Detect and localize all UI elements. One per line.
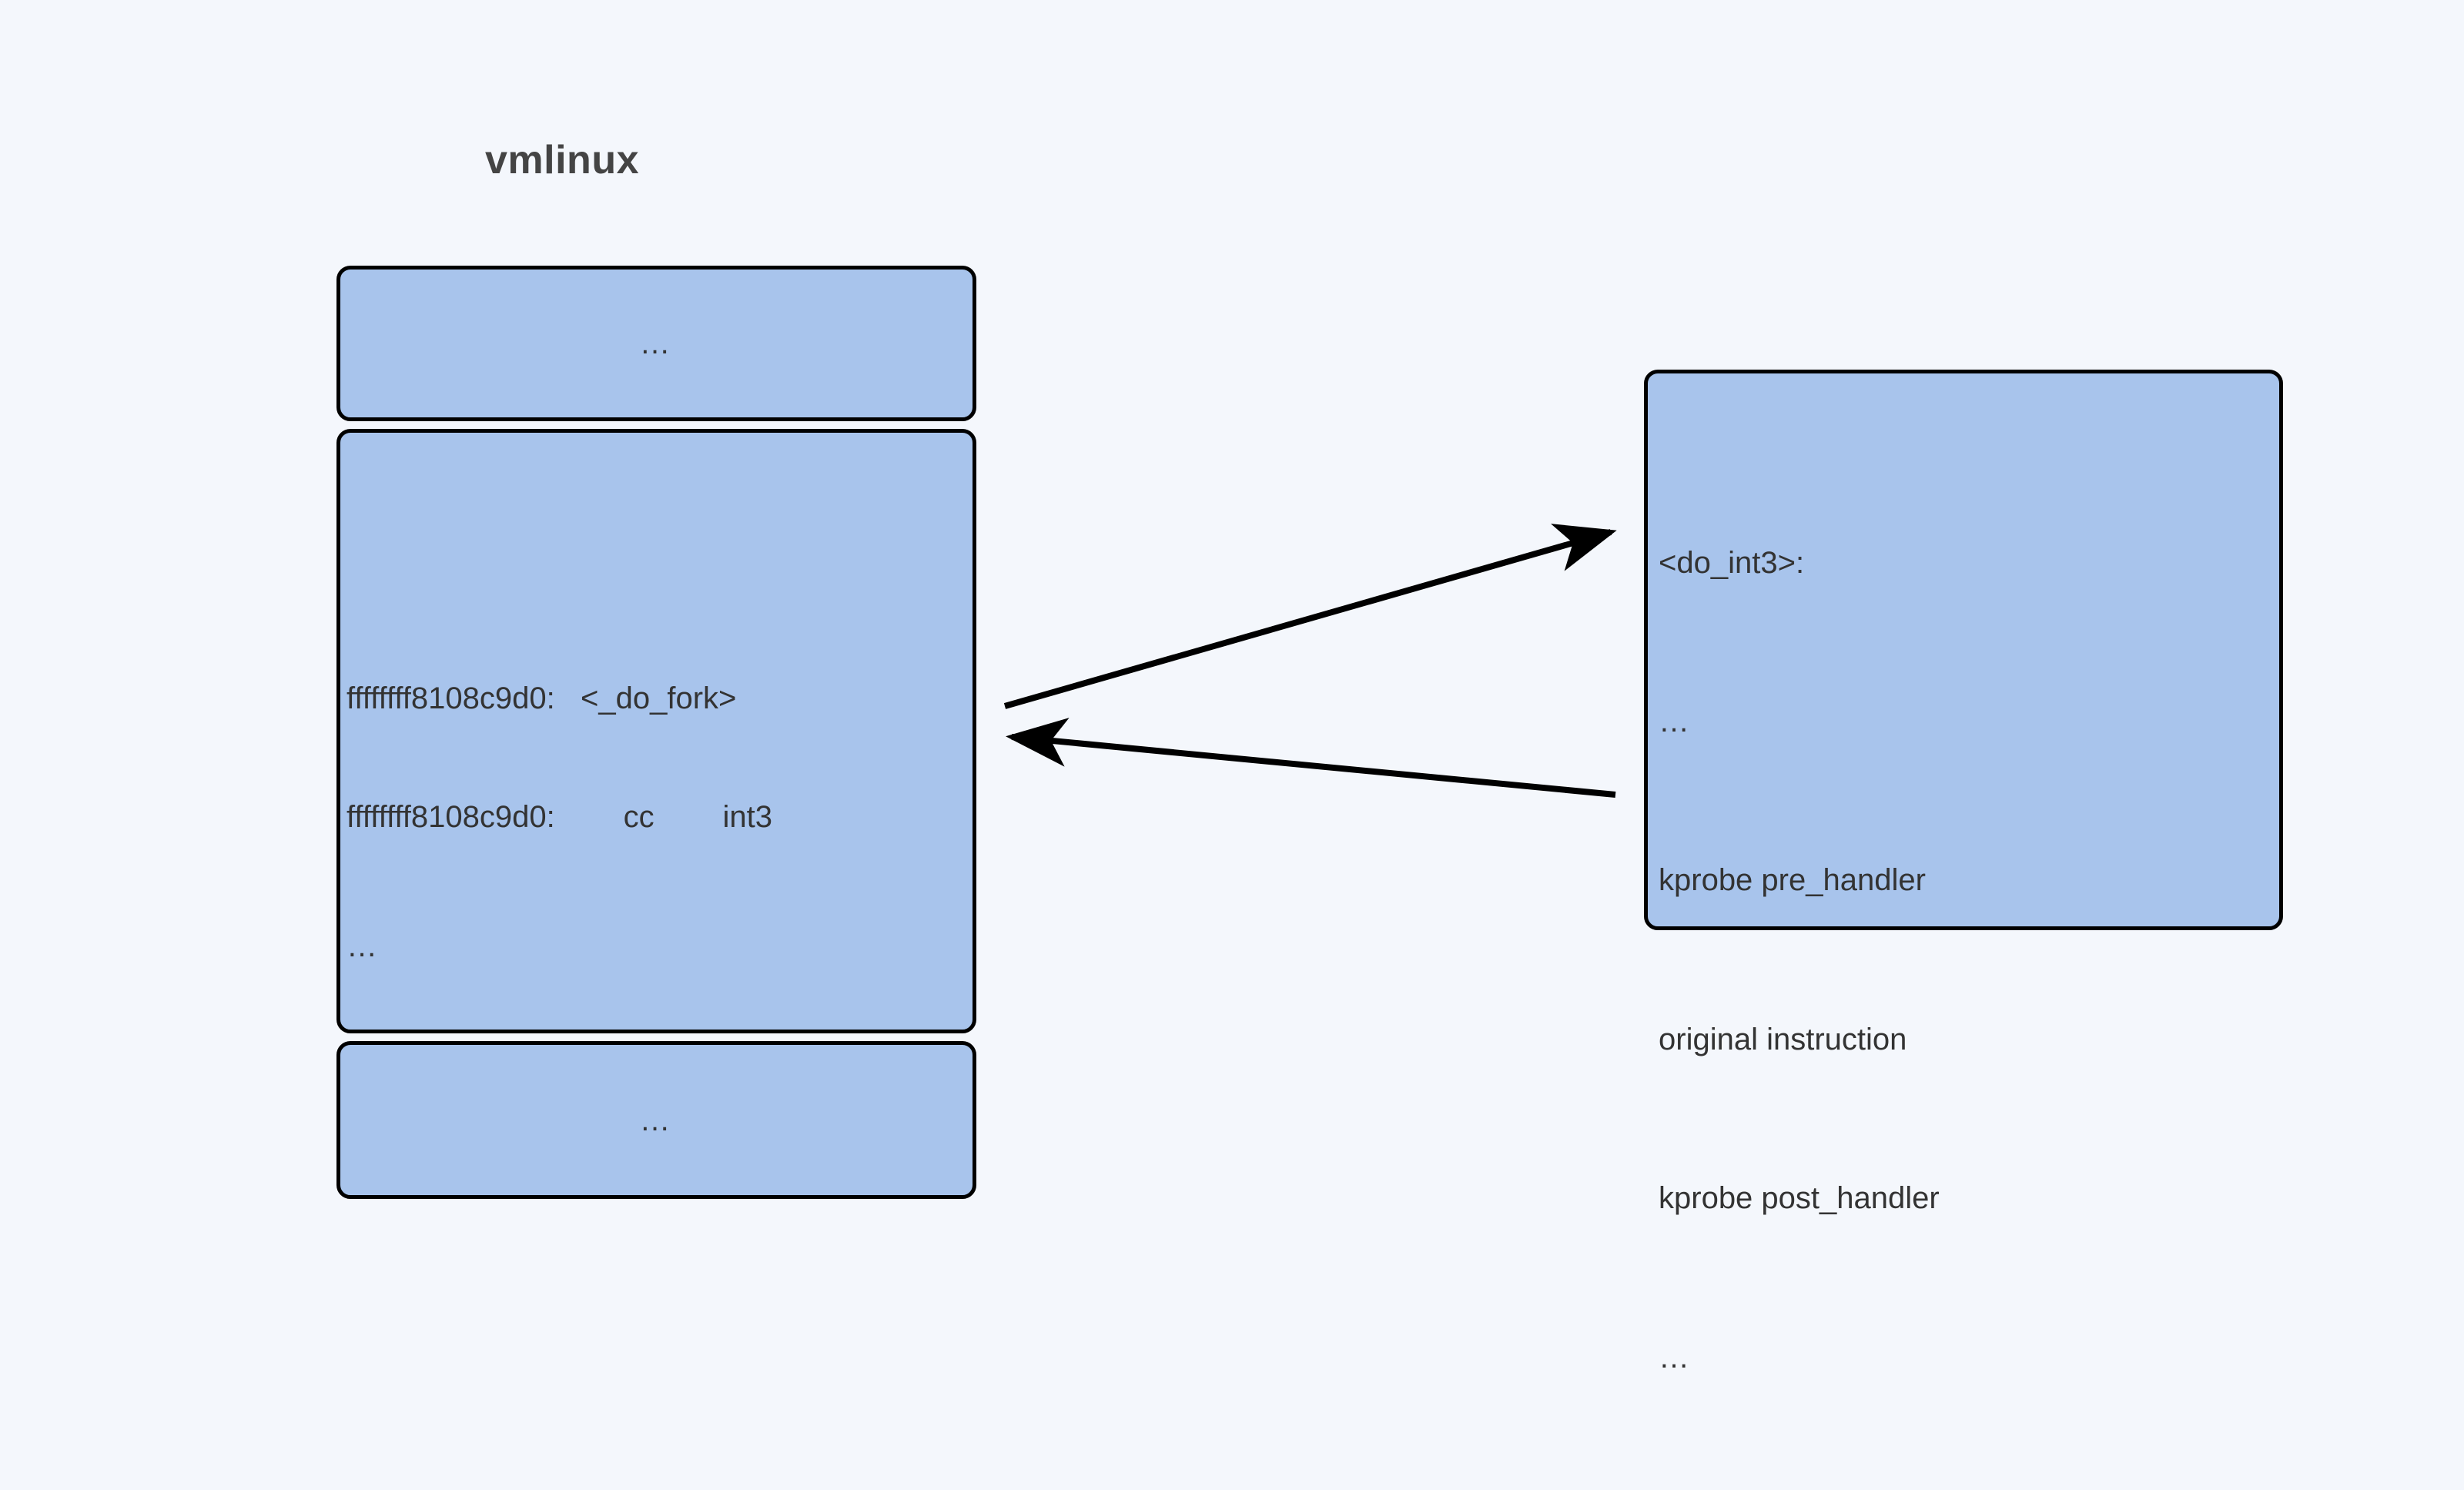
- do-int3-handler-box[interactable]: <do_int3>: … kprobe pre_handler original…: [1644, 370, 2283, 1374]
- arrow-trap-to-handler: [1003, 524, 1617, 709]
- arrow-handler-return: [1006, 718, 1616, 798]
- handler-line-pre-handler: kprobe pre_handler: [1659, 863, 1926, 898]
- vmlinux-segment-bottom-ellipsis: …: [639, 1103, 674, 1137]
- handler-block: <do_int3>: … kprobe pre_handler original…: [1659, 430, 1940, 1490]
- handler-line-original-instruction: original instruction: [1659, 1022, 1907, 1056]
- disassembly-line-symbol: ffffffff8108c9d0: <_do_fork>: [346, 681, 737, 716]
- diagram-canvas: vmlinux … ffffffff8108c9d0: <_do_fork> f…: [336, 138, 2283, 1374]
- handler-line-ellipsis-top: …: [1659, 704, 1689, 738]
- handler-line-ellipsis-bottom: …: [1659, 1340, 1689, 1374]
- vmlinux-segment-bottom[interactable]: …: [336, 1041, 976, 1199]
- diagram-title-vmlinux: vmlinux: [485, 138, 639, 182]
- vmlinux-segment-code[interactable]: ffffffff8108c9d0: <_do_fork> ffffffff810…: [336, 429, 976, 1033]
- handler-line-symbol: <do_int3>:: [1659, 545, 1805, 580]
- vmlinux-segment-top-ellipsis: …: [639, 326, 674, 360]
- disassembly-block: ffffffff8108c9d0: <_do_fork> ffffffff810…: [346, 601, 772, 1045]
- vmlinux-segment-top[interactable]: …: [336, 266, 976, 421]
- handler-line-post-handler: kprobe post_handler: [1659, 1181, 1940, 1216]
- disassembly-trailing-ellipsis: …: [346, 929, 377, 963]
- disassembly-line-int3: ffffffff8108c9d0: cc int3: [346, 799, 772, 834]
